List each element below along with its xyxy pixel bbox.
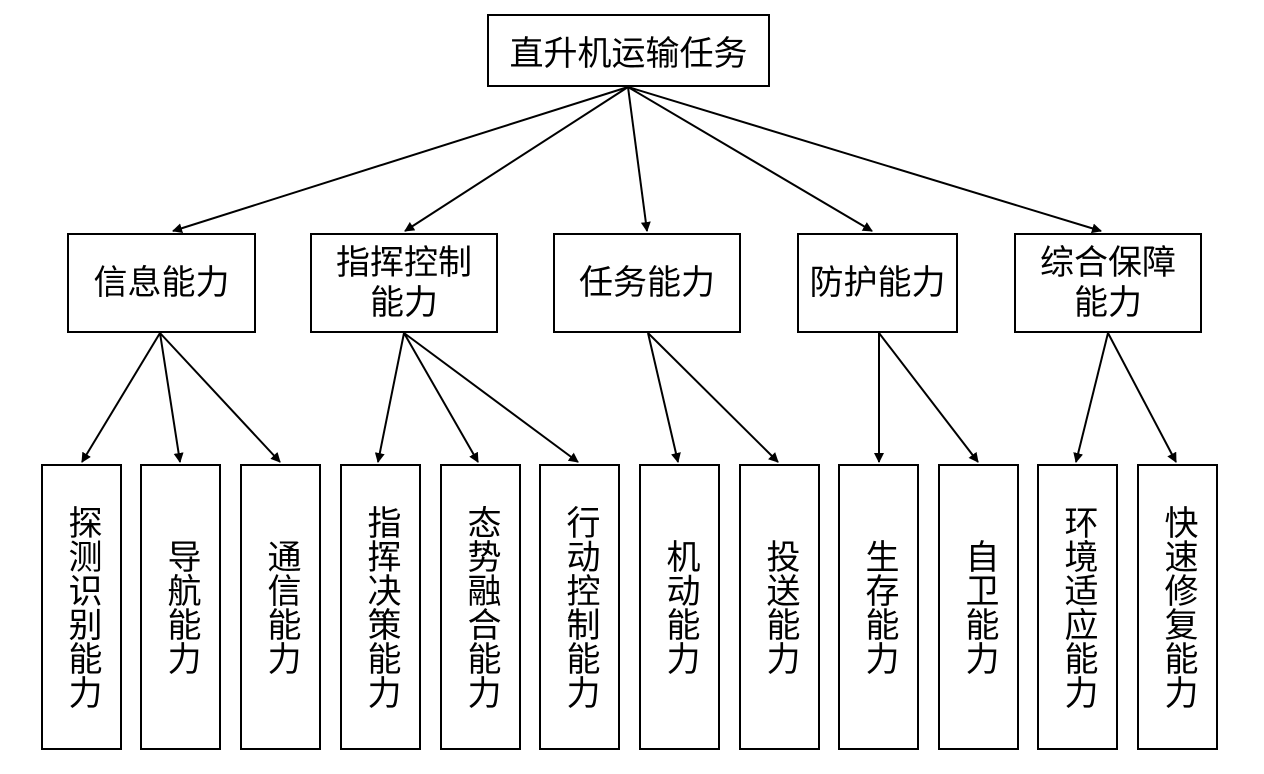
capability-label: 综合保障能力	[1040, 243, 1176, 323]
connector-arrow	[404, 86, 629, 232]
leaf-node: 通信能力	[240, 464, 321, 750]
connector-arrow	[627, 86, 873, 232]
leaf-node: 导航能力	[140, 464, 221, 750]
connector-arrow	[172, 86, 629, 234]
connector-arrow	[647, 332, 779, 463]
connector-arrow	[159, 332, 184, 463]
connector-arrow	[403, 332, 579, 463]
leaf-label: 环境适应能力	[1058, 505, 1098, 709]
connector-arrow	[1073, 332, 1109, 463]
connector-arrow	[159, 332, 281, 463]
capability-node-command-control: 指挥控制能力	[310, 233, 498, 333]
capability-node-info: 信息能力	[67, 233, 256, 333]
capability-label: 防护能力	[809, 263, 946, 303]
leaf-label: 快速修复能力	[1158, 505, 1198, 709]
leaf-label: 探测识别能力	[62, 505, 102, 709]
leaf-label: 行动控制能力	[560, 505, 600, 709]
root-node: 直升机运输任务	[487, 14, 770, 87]
leaf-node: 生存能力	[838, 464, 919, 750]
connector-arrow	[627, 86, 1102, 234]
connector-arrow	[1107, 332, 1177, 463]
leaf-label: 生存能力	[859, 539, 899, 675]
leaf-node: 机动能力	[639, 464, 720, 750]
leaf-node: 行动控制能力	[539, 464, 620, 750]
leaf-node: 探测识别能力	[41, 464, 122, 750]
leaf-label: 指挥决策能力	[361, 505, 401, 709]
leaf-label: 通信能力	[261, 539, 301, 675]
leaf-node: 态势融合能力	[440, 464, 521, 750]
leaf-label: 自卫能力	[959, 539, 999, 675]
connector-arrow	[374, 332, 405, 463]
leaf-node: 环境适应能力	[1037, 464, 1118, 750]
leaf-label: 机动能力	[660, 539, 700, 675]
leaf-node: 投送能力	[739, 464, 820, 750]
leaf-label: 投送能力	[760, 539, 800, 675]
capability-label: 指挥控制能力	[336, 243, 472, 323]
connector-arrow	[878, 332, 979, 463]
capability-node-mission: 任务能力	[553, 233, 741, 333]
connector-arrow	[403, 332, 479, 463]
capability-node-protection: 防护能力	[797, 233, 958, 333]
connector-arrow	[647, 332, 681, 463]
root-label: 直升机运输任务	[509, 34, 748, 74]
capability-label: 信息能力	[93, 263, 230, 303]
leaf-node: 指挥决策能力	[340, 464, 421, 750]
capability-label: 任务能力	[579, 263, 715, 303]
capability-node-support: 综合保障能力	[1014, 233, 1202, 333]
leaf-label: 导航能力	[161, 539, 201, 675]
leaf-node: 自卫能力	[938, 464, 1019, 750]
leaf-label: 态势融合能力	[461, 505, 501, 709]
connector-arrow	[627, 86, 651, 232]
connector-arrow	[81, 332, 161, 463]
leaf-node: 快速修复能力	[1137, 464, 1218, 750]
